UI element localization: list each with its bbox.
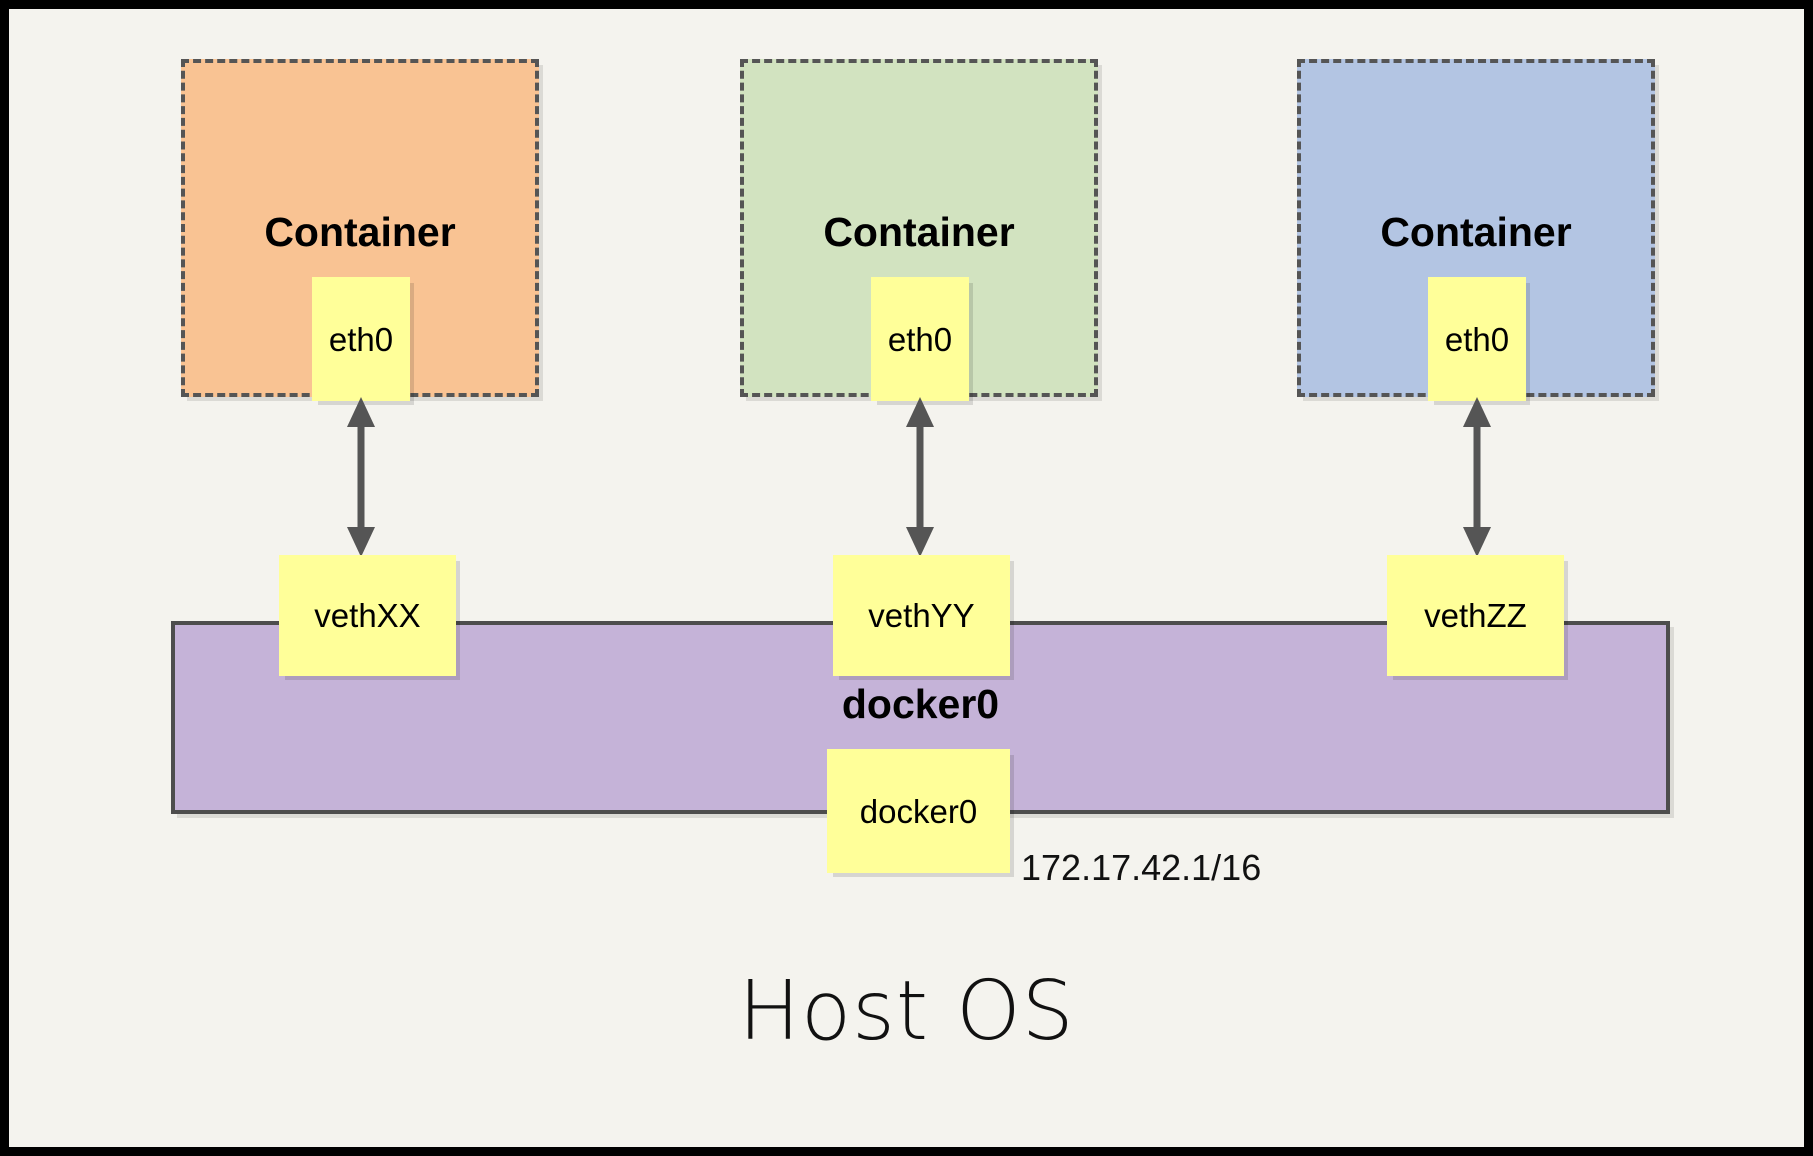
docker0-bridge-label: docker0	[841, 681, 1000, 727]
veth-label-3: vethZZ	[1424, 597, 1527, 634]
docker0-ip-label: 172.17.42.1/16	[1021, 847, 1262, 888]
eth0-box-2: eth0	[871, 277, 969, 401]
container-title-1: Container	[264, 209, 456, 255]
veth-box-1: vethXX	[279, 555, 456, 676]
container-title-2: Container	[823, 209, 1015, 255]
veth-box-3: vethZZ	[1387, 555, 1564, 676]
eth0-label-3: eth0	[1444, 320, 1510, 358]
diagram-page: Container eth0 Container eth0 Container …	[9, 9, 1804, 1147]
eth0-box-1: eth0	[312, 277, 410, 401]
veth-label-1: vethXX	[314, 597, 421, 634]
veth-label-2: vethYY	[868, 597, 975, 634]
eth0-box-3: eth0	[1428, 277, 1526, 401]
docker0-interface-box: docker0	[827, 749, 1010, 873]
host-os-title: Host OS	[738, 964, 1075, 1059]
eth0-label-1: eth0	[328, 320, 394, 358]
link-arrow-1	[347, 397, 375, 557]
link-arrow-2	[906, 397, 934, 557]
veth-box-2: vethYY	[833, 555, 1010, 676]
container-title-3: Container	[1380, 209, 1572, 255]
eth0-label-2: eth0	[887, 320, 953, 358]
link-arrow-3	[1463, 397, 1491, 557]
docker0-interface-label: docker0	[859, 792, 978, 830]
